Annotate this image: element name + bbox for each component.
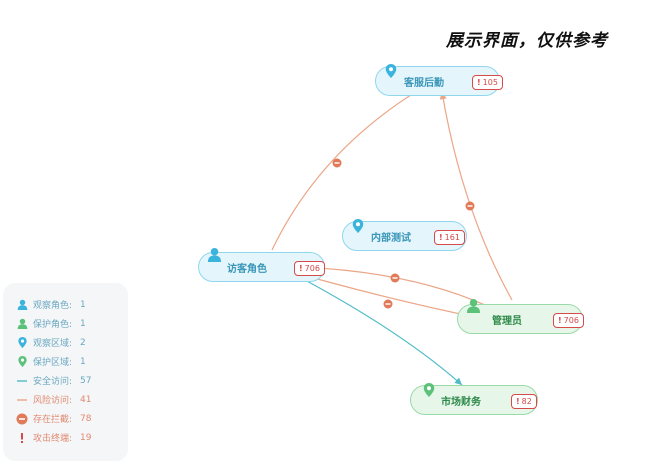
alert-count: 706 xyxy=(563,316,579,325)
legend-label: 观察区域: xyxy=(33,339,73,349)
alert-count: 105 xyxy=(482,78,498,87)
location-pin-icon xyxy=(15,355,29,369)
line-icon xyxy=(15,374,29,388)
alert-count-badge: !706 xyxy=(294,261,325,276)
exclamation-icon: ! xyxy=(477,78,481,87)
legend-count: 41 xyxy=(80,394,92,405)
legend-count: 78 xyxy=(80,413,92,424)
alert-count-badge: !105 xyxy=(472,75,503,90)
location-pin-icon xyxy=(351,218,365,237)
legend-label: 安全访问: xyxy=(33,377,73,387)
location-pin-icon xyxy=(384,63,398,82)
block-icon xyxy=(15,412,29,426)
legend-count: 1 xyxy=(80,299,86,310)
exclamation-icon: ! xyxy=(558,316,562,325)
node-fangke[interactable]: 访客角色!706 xyxy=(198,247,325,282)
line-icon xyxy=(15,393,29,407)
node-label: 客服后勤 xyxy=(404,78,444,89)
block-icon[interactable] xyxy=(390,273,400,283)
risk-access-edge[interactable] xyxy=(299,266,501,313)
legend-item: 保护区域: 1 xyxy=(15,352,128,371)
legend-item: 攻击终端: 19 xyxy=(15,428,128,447)
location-pin-icon xyxy=(422,382,436,401)
exclamation-icon: ! xyxy=(516,397,520,406)
node-neibu[interactable]: 内部测试!161 xyxy=(342,218,467,251)
legend-item: 安全访问: 57 xyxy=(15,371,128,390)
node-label: 管理员 xyxy=(492,316,522,327)
legend-item: 观察角色: 1 xyxy=(15,295,128,314)
legend-label: 风险访问: xyxy=(33,396,73,406)
exclamation-icon: ! xyxy=(439,233,443,242)
safe-access-edge[interactable] xyxy=(289,271,463,386)
block-icon[interactable] xyxy=(383,299,393,309)
legend-count: 1 xyxy=(80,356,86,367)
legend-item: 保护角色: 1 xyxy=(15,314,128,333)
legend-count: 1 xyxy=(80,318,86,329)
location-pin-icon xyxy=(15,336,29,350)
node-kefu[interactable]: 客服后勤!105 xyxy=(375,63,503,96)
user-icon xyxy=(15,317,29,331)
legend-panel: 观察角色: 1 保护角色: 1 观察区域: 2 保护区域: 1 安全访问: 57 风险访问: 41 存在… xyxy=(3,283,128,461)
legend-label: 攻击终端: xyxy=(33,434,73,444)
legend-count: 2 xyxy=(80,337,86,348)
node-guanli[interactable]: 管理员!706 xyxy=(457,298,584,334)
legend-item: 风险访问: 41 xyxy=(15,390,128,409)
legend-label: 保护角色: xyxy=(33,320,73,330)
legend-label: 保护区域: xyxy=(33,358,73,368)
user-icon xyxy=(207,247,222,266)
legend-item: 观察区域: 2 xyxy=(15,333,128,352)
page-title: 展示界面，仅供参考 xyxy=(446,31,608,51)
legend-item: 存在拦截: 78 xyxy=(15,409,128,428)
legend-label: 观察角色: xyxy=(33,301,73,311)
user-icon xyxy=(466,298,481,317)
node-label: 内部测试 xyxy=(371,233,411,244)
risk-access-edge[interactable] xyxy=(271,87,423,251)
alert-count: 706 xyxy=(304,264,320,273)
node-shichang[interactable]: 市场财务!82 xyxy=(410,382,538,415)
block-icon[interactable] xyxy=(465,201,475,211)
legend-count: 57 xyxy=(80,375,92,386)
legend-count: 19 xyxy=(80,432,92,443)
exclamation-icon xyxy=(15,431,29,445)
alert-count-badge: !82 xyxy=(511,394,537,409)
alert-count: 82 xyxy=(521,397,532,406)
alert-count-badge: !161 xyxy=(434,230,465,245)
user-icon xyxy=(15,298,29,312)
risk-access-edge[interactable] xyxy=(439,91,513,301)
block-icon[interactable] xyxy=(332,158,342,168)
alert-count: 161 xyxy=(444,233,460,242)
alert-count-badge: !706 xyxy=(553,313,584,328)
node-label: 访客角色 xyxy=(227,264,267,275)
exclamation-icon: ! xyxy=(299,264,303,273)
legend-label: 存在拦截: xyxy=(33,415,73,425)
node-label: 市场财务 xyxy=(441,397,481,408)
